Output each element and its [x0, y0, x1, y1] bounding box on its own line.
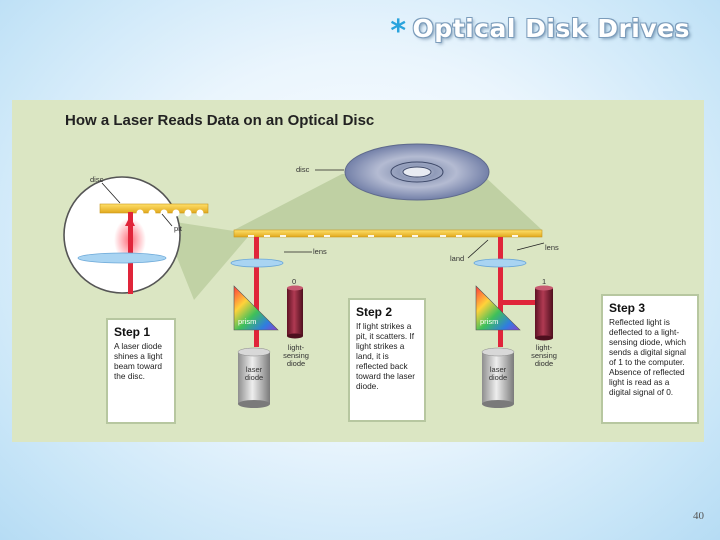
prism-left [233, 285, 279, 331]
label-lens-right: lens [545, 243, 559, 252]
label-lens-left: lens [313, 247, 327, 256]
laser-diode-left [238, 352, 270, 404]
page-number: 40 [693, 510, 704, 522]
step-3-title: Step 3 [609, 301, 646, 315]
diagram-title: How a Laser Reads Data on an Optical Dis… [65, 112, 375, 129]
diagram-graphic [63, 143, 553, 408]
step-3-text: Reflected light is deflected to a light-… [609, 317, 687, 397]
lens-left [230, 258, 284, 268]
prism-right [475, 285, 521, 331]
step-2-text: If light strikes a pit, it scatters. If … [356, 321, 416, 391]
label-disc: disc [296, 165, 310, 174]
label-laser-left: laser diode [244, 365, 264, 382]
step-2-title: Step 2 [356, 305, 393, 319]
disc-strip [233, 229, 543, 238]
label-pit: pit [174, 224, 182, 233]
step-1-text: A laser diode shines a light beam toward… [114, 341, 163, 381]
diagram-panel: How a Laser Reads Data on an Optical Dis… [12, 100, 704, 442]
reflected-beam [500, 300, 540, 305]
slide-title: *Optical Disk Drives [390, 14, 690, 49]
label-sensor-right: light-sensing diode [531, 343, 557, 368]
label-one: 1 [542, 277, 547, 286]
bullet-icon: * [390, 14, 407, 49]
label-prism-left: prism [238, 317, 257, 326]
step-1-title: Step 1 [114, 325, 151, 339]
lens-right [473, 258, 527, 268]
label-sensor-left: light-sensing diode [283, 343, 309, 368]
label-disc-inset: disc [90, 175, 104, 184]
label-zero: 0 [292, 277, 297, 286]
label-prism-right: prism [480, 317, 499, 326]
slide-title-text: Optical Disk Drives [412, 14, 690, 43]
laser-beam-right [498, 237, 503, 347]
step-2-box: Step 2 If light strikes a pit, it scatte… [348, 298, 426, 422]
laser-beam-left [254, 237, 259, 347]
laser-diode-right [482, 352, 514, 404]
disc-strip-pits [248, 235, 518, 237]
label-laser-right: laser diode [488, 365, 508, 382]
label-land: land [450, 254, 465, 263]
projection-shadow-inset [162, 220, 247, 300]
step-3-box: Step 3 Reflected light is deflected to a… [601, 294, 699, 424]
step-1-box: Step 1 A laser diode shines a light beam… [106, 318, 176, 424]
